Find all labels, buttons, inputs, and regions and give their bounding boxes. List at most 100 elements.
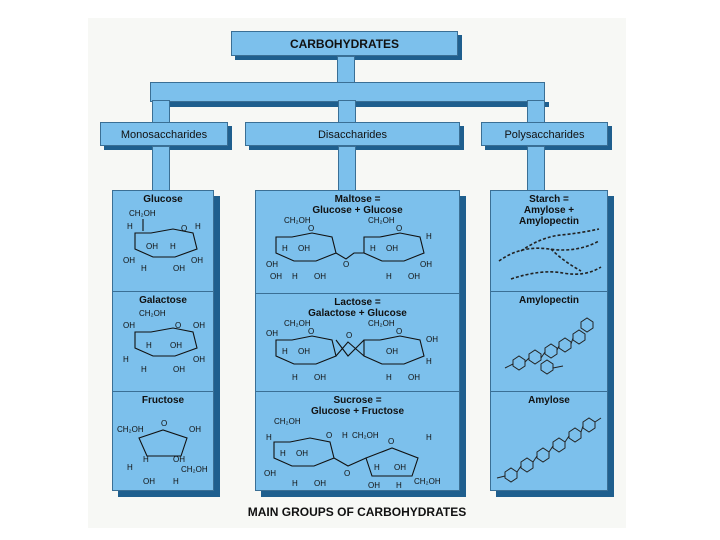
connector-horizontal-bar: [150, 82, 545, 102]
atom-label: OH: [266, 329, 278, 338]
atom-label: O: [326, 431, 332, 440]
atom-label: H: [127, 463, 133, 472]
atom-label: OH: [314, 272, 326, 281]
lactose-section: Lactose = Galactose + Glucose CH₂OH CH₂O…: [256, 293, 459, 391]
galactose-structure: CH₂OH OH OH O H OH H OH H OH: [123, 309, 205, 374]
disaccharides-column: Maltose = Glucose + Glucose CH₂OH CH₂OH …: [255, 190, 460, 491]
atom-label: H: [292, 272, 298, 281]
atom-label: OH: [314, 373, 326, 382]
atom-label: H: [195, 222, 201, 231]
atom-label: OH: [143, 477, 155, 486]
sucrose-structure: CH₂OH CH₂OH O O O H H OH H OH H OH H CH₂…: [264, 417, 441, 490]
atom-label: H: [266, 433, 272, 442]
atom-label: H: [374, 463, 380, 472]
atom-label: OH: [394, 463, 406, 472]
section-title-line-1: Starch =: [529, 194, 569, 205]
atom-label: CH₂OH: [414, 477, 441, 486]
amylose-structure: [496, 417, 602, 483]
atom-label: CH₂OH: [284, 216, 311, 225]
carbohydrates-root-box: CARBOHYDRATES: [231, 31, 458, 56]
atom-label: H: [141, 365, 147, 374]
starch-structure: [498, 228, 602, 280]
category-label: Monosaccharides: [120, 129, 208, 141]
atom-label: OH: [270, 272, 282, 281]
atom-label: CH₂OH: [139, 309, 166, 318]
atom-label: H: [342, 431, 348, 440]
atom-label: H: [396, 481, 402, 490]
atom-label: H: [173, 477, 179, 486]
atom-label: OH: [408, 373, 420, 382]
figure-caption: MAIN GROUPS OF CARBOHYDRATES: [247, 505, 467, 519]
atom-label: OH: [189, 425, 201, 434]
atom-label: OH: [173, 455, 185, 464]
connector-stem-mono: [152, 100, 170, 124]
section-title: Amylose: [528, 395, 570, 406]
atom-label: CH₂OH: [129, 209, 156, 218]
atom-label: CH₂OH: [117, 425, 144, 434]
atom-label: CH₂OH: [181, 465, 208, 474]
amylopectin-structure: [504, 317, 594, 375]
atom-label: H: [370, 244, 376, 253]
atom-label: OH: [420, 260, 432, 269]
polysaccharides-column: Starch = Amylose + Amylopectin Amylopect…: [490, 190, 608, 491]
atom-label: H: [141, 264, 147, 273]
atom-label: H: [426, 433, 432, 442]
galactose-section: Galactose CH₂OH OH OH O H OH H OH H OH: [113, 291, 213, 391]
atom-label: H: [386, 373, 392, 382]
section-title-line-2: Galactose + Glucose: [308, 308, 407, 319]
atom-label: OH: [408, 272, 420, 281]
atom-label: OH: [193, 355, 205, 364]
atom-label: H: [282, 347, 288, 356]
maltose-structure: CH₂OH CH₂OH O O O OH H OH OH H OH H OH H…: [266, 216, 432, 281]
connector-stem-poly: [527, 100, 545, 124]
atom-label: OH: [386, 347, 398, 356]
atom-label: CH₂OH: [284, 319, 311, 328]
root-label: CARBOHYDRATES: [289, 37, 400, 51]
atom-label: H: [426, 357, 432, 366]
connector-col-mono: [152, 146, 170, 192]
atom-label: CH₂OH: [274, 417, 301, 426]
atom-label: H: [146, 341, 152, 350]
atom-label: OH: [146, 242, 158, 251]
atom-label: OH: [264, 469, 276, 478]
glucose-section: Glucose CH₂OH H H O OH OH H OH H OH: [113, 191, 213, 291]
atom-label: OH: [368, 481, 380, 490]
atom-label: O: [181, 224, 187, 233]
category-box-disaccharides: Disaccharides: [245, 122, 460, 146]
atom-label: H: [143, 455, 149, 464]
atom-label: O: [346, 331, 352, 340]
atom-label: OH: [123, 321, 135, 330]
category-label: Disaccharides: [317, 129, 388, 141]
atom-label: O: [343, 260, 349, 269]
atom-label: OH: [314, 479, 326, 488]
atom-label: OH: [193, 321, 205, 330]
atom-label: OH: [298, 244, 310, 253]
atom-label: O: [308, 224, 314, 233]
fructose-section: Fructose CH₂OH OH O H H OH CH₂OH OH H: [113, 391, 213, 491]
section-title-line-2: Glucose + Fructose: [310, 406, 405, 417]
section-title-line-1: Lactose =: [334, 297, 381, 308]
lactose-structure: CH₂OH CH₂OH O O O OH H OH H OH OH OH H H…: [266, 319, 438, 382]
atom-label: OH: [386, 244, 398, 253]
atom-label: H: [386, 272, 392, 281]
monosaccharides-column: Glucose CH₂OH H H O OH OH H OH H OH Gala…: [112, 190, 214, 491]
atom-label: O: [396, 327, 402, 336]
atom-label: OH: [173, 264, 185, 273]
connector-root-stem: [337, 56, 355, 84]
atom-label: O: [161, 419, 167, 428]
atom-label: CH₂OH: [368, 216, 395, 225]
sucrose-section: Sucrose = Glucose + Fructose CH₂OH CH₂OH…: [256, 391, 459, 491]
atom-label: H: [123, 355, 129, 364]
section-title: Amylopectin: [518, 295, 579, 306]
category-box-polysaccharides: Polysaccharides: [481, 122, 608, 146]
atom-label: CH₂OH: [368, 319, 395, 328]
maltose-section: Maltose = Glucose + Glucose CH₂OH CH₂OH …: [256, 191, 459, 293]
section-title-line-3: Amylopectin: [518, 216, 579, 227]
section-title-line-1: Maltose =: [334, 194, 381, 205]
connector-col-di: [338, 146, 356, 192]
fructose-structure: CH₂OH OH O H H OH CH₂OH OH H: [117, 419, 208, 486]
section-title: Fructose: [141, 395, 185, 406]
atom-label: O: [396, 224, 402, 233]
atom-label: OH: [173, 365, 185, 374]
atom-label: OH: [296, 449, 308, 458]
